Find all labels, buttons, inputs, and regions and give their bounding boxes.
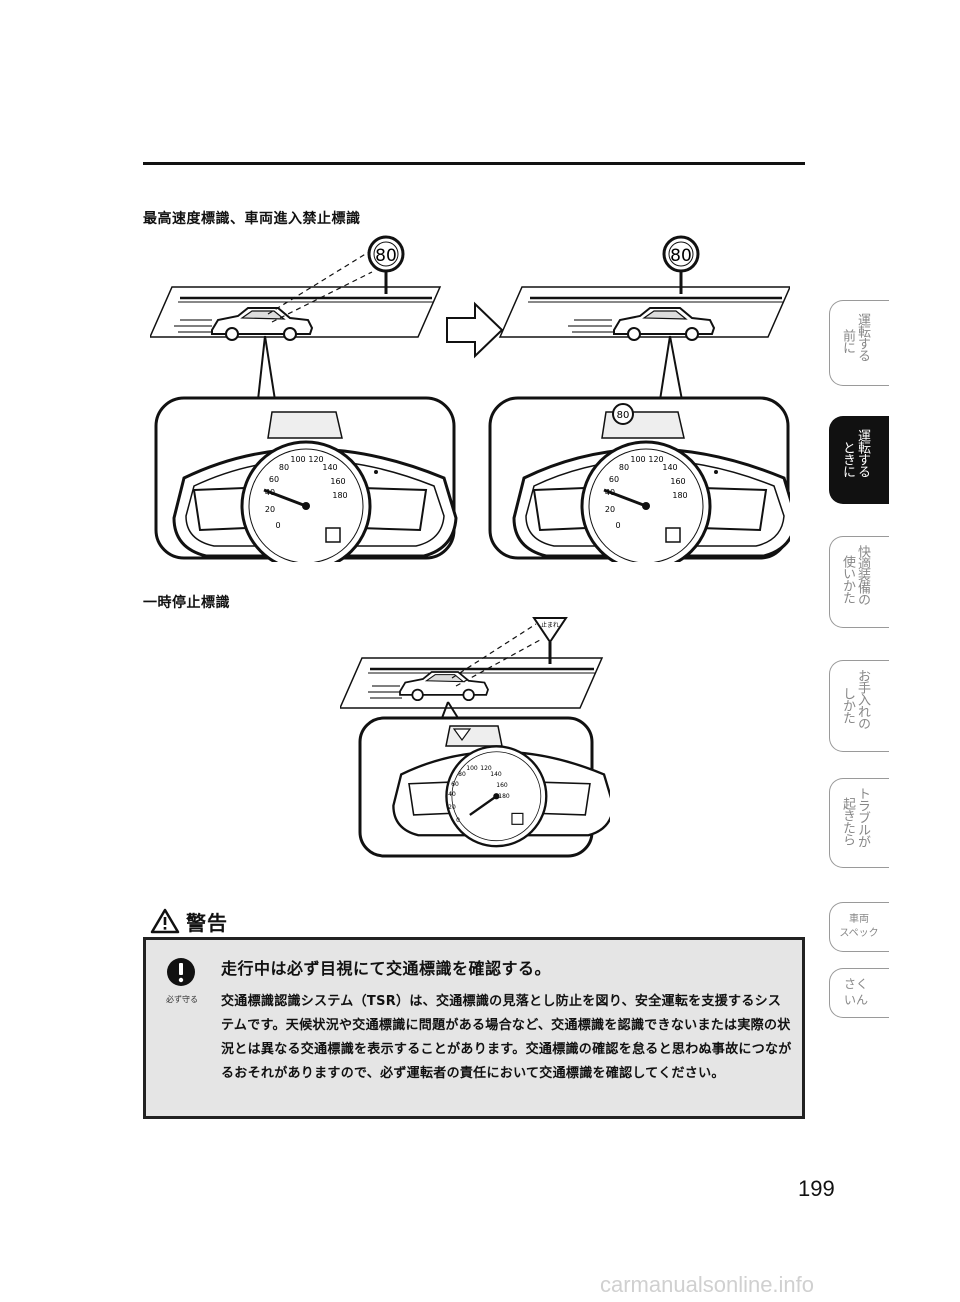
svg-text:120: 120 [648,455,663,464]
warning-body: 交通標識認識システム（TSR）は、交通標識の見落とし防止を図り、安全運転を支援す… [221,994,792,1081]
warning-triangle-icon [150,908,180,934]
svg-text:60: 60 [609,475,619,484]
warning-title: 警告 [186,910,228,935]
section-title-speed: 最高速度標識、車両進入禁止標識 [143,211,361,227]
must-follow-label: 必ず守る [166,995,198,1004]
svg-text:100: 100 [290,455,305,464]
warning-box: 必ず守る 走行中は必ず目視にて交通標識を確認する。 交通標識認識システム（TSR… [143,937,805,1119]
svg-text:40: 40 [448,791,456,798]
tab-before-driving[interactable]: 前に 運転する [829,300,889,386]
svg-text:40: 40 [605,488,615,497]
tab-label: トラブルが [855,787,870,847]
tab-label: お手入れの [855,669,870,729]
svg-text:180: 180 [332,491,347,500]
svg-text:80: 80 [279,463,289,472]
tab-label: 運転する [855,313,870,361]
svg-text:180: 180 [498,793,510,800]
tab-label: 前に [840,329,855,353]
svg-text:120: 120 [308,455,323,464]
svg-text:80: 80 [458,771,466,778]
speed-sign-right-value: 80 [670,246,692,266]
tab-label: スペック [839,928,879,939]
top-rule [143,162,805,165]
tab-label: 車両 [849,914,869,925]
tab-label: 快適装備の [855,545,870,605]
svg-text:140: 140 [490,771,502,778]
tab-label: 運転する [855,429,870,477]
must-follow-icon [167,958,195,986]
speed-sign-left-value: 80 [375,246,397,266]
svg-text:140: 140 [322,463,337,472]
svg-text:160: 160 [496,782,508,789]
svg-text:100: 100 [466,765,478,772]
tab-label: 起きたら [840,797,855,845]
section-title-stop: 一時停止標識 [143,595,230,611]
tab-comfort-equipment[interactable]: 使いかた 快適装備の [829,536,889,628]
svg-text:0: 0 [456,817,460,824]
svg-text:60: 60 [451,781,459,788]
svg-text:80: 80 [619,463,629,472]
stop-sign-text: 止まれ [541,621,559,629]
tab-while-driving[interactable]: ときに 運転する [829,416,889,504]
speed-sign-figure: 80 80 80 0 20 40 60 80 100 120 140 160 1… [150,235,790,562]
tab-label: さく [844,977,869,991]
stop-sign-figure: 止まれ 0 20 40 60 80 100 120 140 160 180 [340,617,610,858]
tab-maintenance[interactable]: しかた お手入れの [829,660,889,752]
tab-troubles[interactable]: 起きたら トラブルが [829,778,889,868]
svg-text:160: 160 [670,477,685,486]
svg-text:140: 140 [662,463,677,472]
svg-text:20: 20 [448,804,456,811]
svg-text:180: 180 [672,491,687,500]
tab-vehicle-spec[interactable]: 車両 スペック [829,902,889,952]
tab-label: ときに [840,441,855,477]
svg-text:0: 0 [615,521,620,530]
tab-index[interactable]: さく いん [829,968,889,1018]
cluster-sign-value: 80 [617,410,630,421]
svg-text:100: 100 [630,455,645,464]
svg-text:20: 20 [605,505,615,514]
warning-header: 警告 [150,905,228,937]
svg-text:120: 120 [480,765,492,772]
tab-label: 使いかた [840,555,855,603]
svg-text:20: 20 [265,505,275,514]
tab-label: いん [844,993,869,1007]
tab-label: しかた [840,687,855,723]
svg-text:40: 40 [265,488,275,497]
svg-text:160: 160 [330,477,345,486]
watermark: carmanualsonline.info [600,1272,815,1297]
warning-lead: 走行中は必ず目視にて交通標識を確認する。 [221,959,552,978]
svg-text:0: 0 [275,521,280,530]
svg-text:60: 60 [269,475,279,484]
page-number: 199 [798,1176,835,1201]
